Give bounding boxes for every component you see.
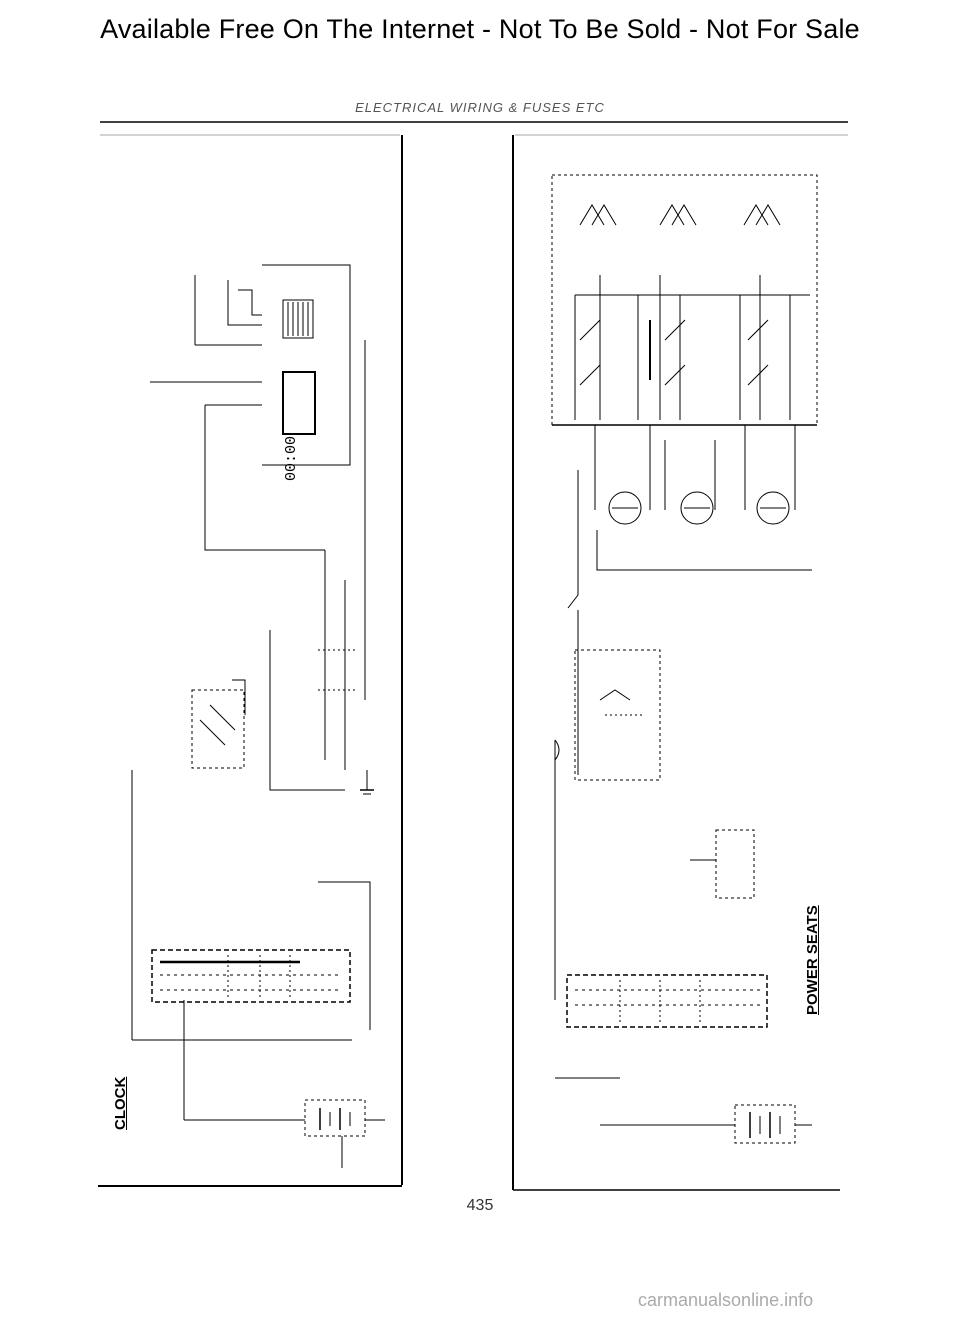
banner-text: Available Free On The Internet - Not To … <box>100 14 860 44</box>
page-frame <box>98 121 848 1191</box>
clock-display-text: 00:00 <box>283 435 301 482</box>
section-title-power-seats: POWER SEATS <box>804 905 821 1015</box>
page-header: ELECTRICAL WIRING & FUSES ETC <box>355 100 605 115</box>
clock-face: 00:00 <box>283 430 311 486</box>
watermark: carmanualsonline.info <box>638 1290 814 1310</box>
section-title-clock: CLOCK <box>112 1076 129 1130</box>
page-number: 435 <box>466 1197 494 1214</box>
power-seats-circuit <box>551 174 818 1144</box>
clock-circuit <box>131 264 385 1168</box>
